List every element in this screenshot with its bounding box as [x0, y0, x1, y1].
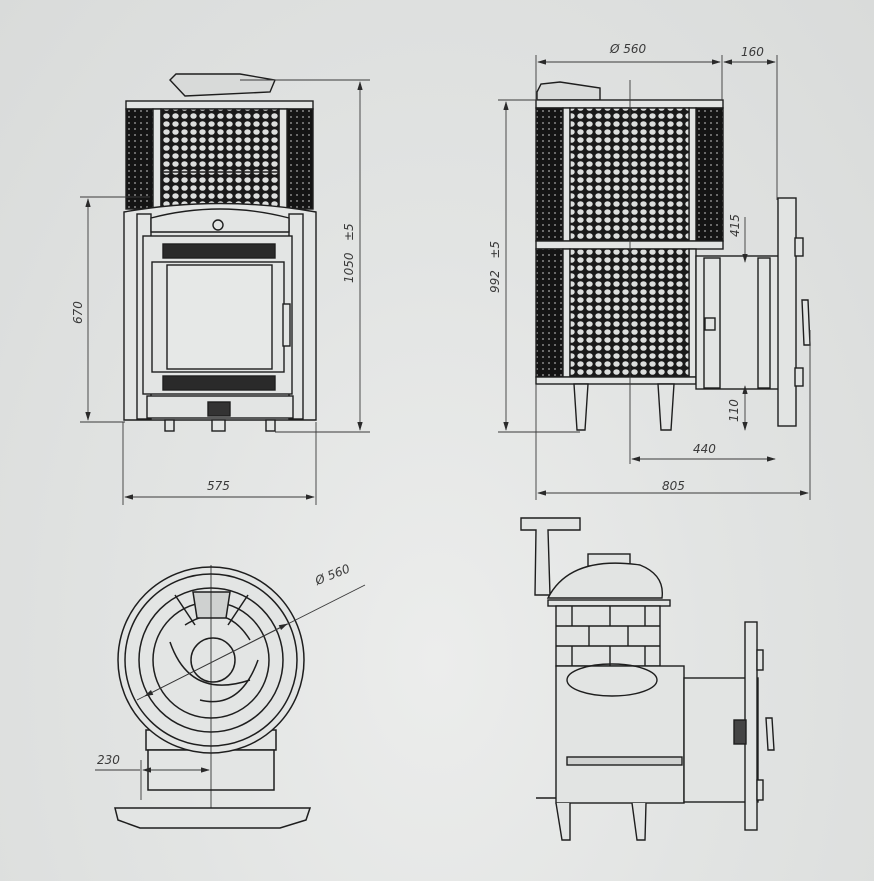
side-view: [535, 81, 811, 431]
side-height-value: 992: [488, 270, 502, 293]
side-height-label: 992 ±5: [488, 240, 502, 293]
side-tunnel-height-label: 415: [728, 214, 742, 237]
front-height-label: 1050 ±5: [342, 223, 356, 283]
top-dimensions: [95, 584, 366, 800]
top-tunnel-width-label: 230: [97, 753, 120, 767]
front-dimensions: [80, 79, 370, 505]
side-tunnel-extra-label: 160: [741, 45, 764, 59]
front-width-label: 575: [207, 479, 230, 493]
front-door-height-label: 670: [71, 301, 85, 324]
front-height-tolerance: ±5: [342, 223, 356, 241]
side-height-tolerance: ±5: [488, 240, 502, 259]
side-diameter-label: Ø 560: [610, 42, 647, 56]
side-tunnel-length-label: 440: [693, 442, 716, 456]
side-depth-label: 805: [662, 479, 685, 493]
section-view: [520, 517, 775, 841]
side-dimensions: [498, 55, 811, 500]
side-tunnel-bottom-label: 110: [727, 399, 741, 422]
front-height-value: 1050: [342, 252, 356, 283]
front-view: [123, 73, 317, 432]
